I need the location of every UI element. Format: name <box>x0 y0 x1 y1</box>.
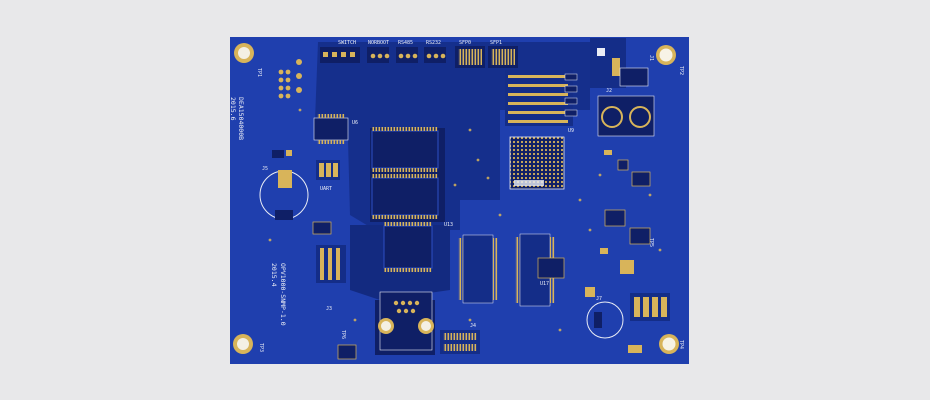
label-j3: J3 <box>326 306 332 312</box>
power-connector-j1 <box>590 38 649 88</box>
mounting-hole-bottom-right <box>659 334 679 354</box>
test-point-bottom-right <box>628 345 642 353</box>
electrolytic-capacitors <box>597 95 655 137</box>
connector-sfp0 <box>455 46 485 68</box>
label-j7: J7 <box>596 296 602 302</box>
flash-chip <box>383 222 433 272</box>
inductor-coil <box>586 301 624 339</box>
connector-rs485 <box>396 47 418 63</box>
mounting-hole-bottom-left <box>233 334 253 354</box>
rj45-connector <box>378 291 434 351</box>
label-board-code: DEA1504000B <box>237 97 245 140</box>
label-tp1: TP1 <box>256 68 262 77</box>
ram-chip-1 <box>371 127 439 172</box>
label-model: OPV1000-SNMP-1.0 <box>279 263 287 326</box>
label-j4: J4 <box>470 323 476 329</box>
bga-processor <box>509 136 565 190</box>
label-tp4: TP4 <box>678 340 684 349</box>
connector-rs232 <box>424 47 446 63</box>
jtag-header <box>278 59 302 99</box>
ram-chip-2 <box>371 174 439 219</box>
mounting-hole-top-left <box>234 43 254 63</box>
label-u17: U17 <box>540 281 549 287</box>
chip-u6 <box>313 114 349 144</box>
label-u13: U13 <box>444 222 453 228</box>
label-board-date-top: 2015.6 <box>229 97 237 121</box>
chip-u17 <box>537 257 565 279</box>
label-rs232: RS232 <box>426 40 441 46</box>
label-u6: U6 <box>352 120 358 126</box>
small-connector-bottom-left <box>337 344 357 360</box>
label-rs485: RS485 <box>398 40 413 46</box>
label-tp3: TP3 <box>258 343 264 352</box>
label-sfp0: SFP0 <box>459 40 471 46</box>
battery-holder <box>259 170 309 220</box>
pin-header-bottom <box>440 330 480 354</box>
vias <box>268 108 662 332</box>
label-u9: U9 <box>568 128 574 134</box>
small-chips-left <box>272 150 346 283</box>
uart-header <box>316 160 340 180</box>
label-tp5: TP5 <box>648 238 654 247</box>
mounting-hole-top-right <box>656 45 676 65</box>
label-sfp1: SFP1 <box>490 40 502 46</box>
label-norboot: NORBOOT <box>368 40 389 46</box>
connector-norboot <box>367 47 390 63</box>
label-j2: J2 <box>606 88 612 94</box>
label-tp2: TP2 <box>678 66 684 75</box>
label-uart: UART <box>320 186 332 192</box>
label-tp6: TP6 <box>340 330 346 339</box>
label-j5: J5 <box>262 166 268 172</box>
sfp-component-array <box>505 70 578 126</box>
label-model-date: 2015.4 <box>270 263 278 287</box>
connector-sfp1 <box>488 46 518 68</box>
smd-components-right <box>585 150 651 297</box>
label-switch: SWITCH <box>338 40 356 46</box>
dip-switch <box>630 293 670 321</box>
label-j1: J1 <box>648 55 654 61</box>
connector-switch <box>320 47 360 63</box>
chip-column-1 <box>458 234 498 304</box>
